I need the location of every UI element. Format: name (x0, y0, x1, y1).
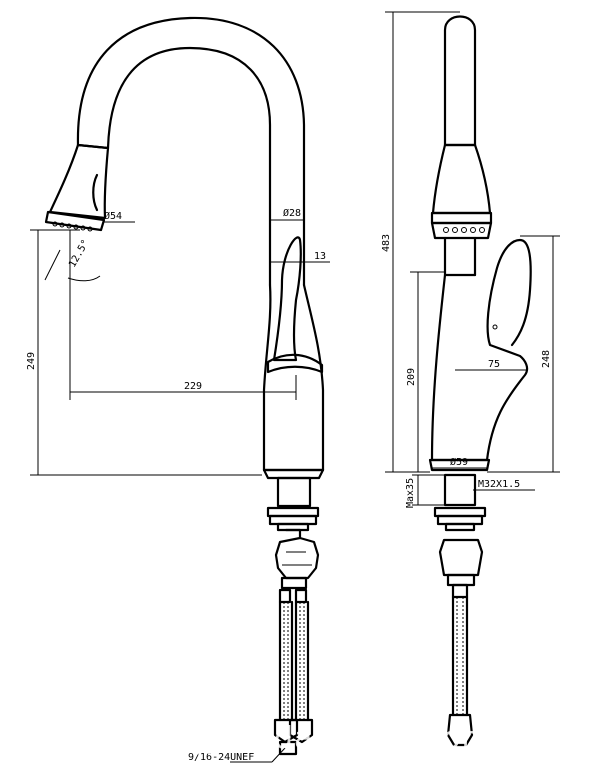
supply-hoses (278, 588, 310, 722)
side-spray-head (431, 143, 492, 215)
faucet-body (262, 283, 325, 472)
spray-face (44, 210, 106, 232)
mounting-shank (276, 476, 312, 508)
gooseneck-spout (76, 16, 306, 287)
mounting-nut (266, 506, 320, 532)
side-mounting-nut (433, 506, 487, 532)
side-supply-hose (451, 583, 469, 717)
dimension-lines (30, 11, 560, 763)
dim-handle-width: 13 (314, 251, 326, 262)
side-spout (443, 15, 477, 147)
side-view (428, 15, 532, 747)
dim-neck-diameter: Ø28 (283, 207, 301, 219)
side-shank (443, 473, 477, 507)
side-spray-nozzles (443, 227, 485, 233)
dim-handle-length: 75 (488, 359, 500, 370)
hose-fittings (273, 718, 314, 756)
dim-spout-height: 209 (406, 368, 417, 386)
hose-connector (274, 528, 320, 580)
dimension-labels: Ø54 Ø28 13 12.5° 249 229 483 209 248 75 … (26, 207, 552, 763)
dim-spray-diameter: Ø54 (104, 210, 122, 222)
side-hose-fitting (446, 713, 474, 747)
watermark: jp.laidafaucet.com (195, 721, 492, 756)
dim-thread: M32X1.5 (478, 479, 520, 490)
side-body (430, 236, 532, 462)
spray-head (48, 143, 110, 220)
handle-lever (272, 236, 302, 362)
dim-total-height: 483 (381, 234, 392, 252)
dim-handle-height: 248 (541, 350, 552, 368)
spray-nozzles (52, 221, 93, 232)
dim-base-diameter: Ø59 (450, 456, 468, 468)
dim-max-deck: Max35 (405, 478, 416, 508)
side-hose-connector (438, 538, 484, 577)
front-view (44, 16, 325, 756)
dim-hose-thread: 9/16-24UNEF (188, 752, 254, 763)
dim-spray-angle: 12.5° (67, 238, 92, 270)
dim-reach: 229 (184, 381, 202, 392)
dim-left-height: 249 (26, 352, 37, 370)
